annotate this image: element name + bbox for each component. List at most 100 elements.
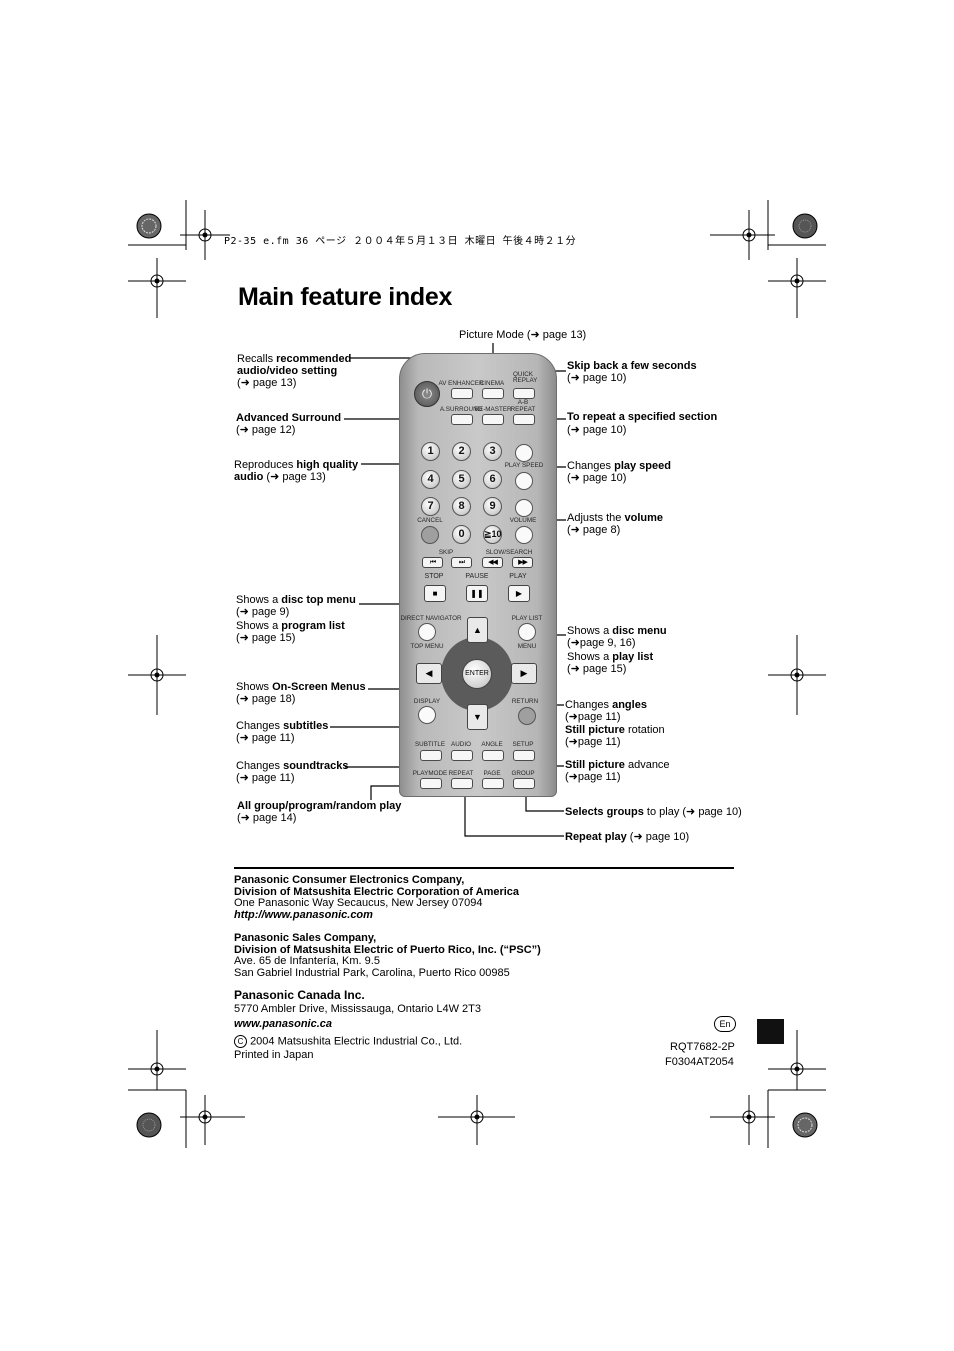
remote-label-re-master: RE-MASTER — [474, 406, 512, 413]
repeat-button — [451, 778, 473, 789]
page-title: Main feature index — [238, 283, 453, 311]
label-skip-back: Skip back a few seconds(➜ page 10) — [567, 360, 697, 384]
play-speed-up-button — [515, 444, 533, 462]
remote-label-repeat-2: REPEAT — [448, 770, 474, 777]
label-disc-menu: Shows a disc menu(➜page 9, 16) — [567, 625, 667, 649]
number-button-3: 3 — [483, 442, 502, 461]
remote-label-a-surround: A.SURROUND — [439, 406, 483, 413]
company-1-block: Panasonic Consumer Electronics Company, … — [234, 874, 520, 921]
number-button-1: 1 — [421, 442, 440, 461]
print-code: F0304AT2054 — [665, 1056, 734, 1068]
remote-label-pause: PAUSE — [465, 573, 489, 580]
skip-previous-button: ⏮ — [422, 557, 443, 568]
label-play-speed: Changes play speed(➜ page 10) — [567, 460, 671, 484]
number-button-5: 5 — [452, 470, 471, 489]
label-program-list: Shows a program list(➜ page 15) — [236, 620, 345, 644]
label-soundtracks: Changes soundtracks(➜ page 11) — [236, 760, 349, 784]
label-subtitles: Changes subtitles(➜ page 11) — [236, 720, 329, 744]
remote-label-angle: ANGLE — [481, 741, 503, 748]
remote-label-playmode: PLAYMODE — [412, 770, 448, 777]
top-menu-button — [418, 623, 436, 641]
label-picture-mode: Picture Mode (➜ page 13) — [459, 329, 587, 341]
group-button — [513, 778, 535, 789]
remote-label-subtitle: SUBTITLE — [414, 741, 446, 748]
stop-button: ■ — [424, 585, 446, 602]
company-3-name: Panasonic Canada Inc. — [234, 988, 365, 1002]
remote-label-slow-search: SLOW/SEARCH — [485, 549, 533, 556]
label-still-rotation: Still picture rotation(➜page 11) — [565, 724, 665, 748]
label-recalls-recommended: Recalls recommended audio/video setting … — [237, 353, 352, 389]
remote-label-direct-navigator: DIRECT NAVIGATOR — [400, 615, 462, 622]
volume-down-button — [515, 526, 533, 544]
remote-label-stop: STOP — [424, 573, 444, 580]
remote-label-cinema: CINEMA — [479, 380, 505, 387]
label-disc-top-menu: Shows a disc top menu(➜ page 9) — [236, 594, 356, 618]
remote-label-audio: AUDIO — [451, 741, 471, 748]
remote-label-return: RETURN — [511, 698, 539, 705]
printer-header-line: P2-35 e.fm 36 ページ ２００４年５月１３日 木曜日 午後４時２１分 — [224, 236, 577, 247]
quick-replay-button — [513, 388, 535, 399]
play-button: ▶ — [508, 585, 530, 602]
left-arrow-icon: ◀ — [416, 663, 442, 684]
page-tab-marker — [757, 1019, 784, 1044]
label-still-advance: Still picture advance(➜page 11) — [565, 759, 670, 783]
cancel-button — [421, 526, 439, 544]
label-high-quality-audio: Reproduces high quality audio (➜ page 13… — [234, 459, 359, 483]
number-button-8: 8 — [452, 497, 471, 516]
company-1-url: http://www.panasonic.com — [234, 908, 373, 921]
subtitle-button — [420, 750, 442, 761]
number-button-6: 6 — [483, 470, 502, 489]
remote-label-play-speed: PLAY SPEED — [504, 462, 544, 469]
company-2-block: Panasonic Sales Company, Division of Mat… — [234, 932, 541, 979]
language-badge: En — [714, 1016, 736, 1032]
remote-label-cancel: CANCEL — [417, 517, 443, 524]
remote-label-volume: VOLUME — [509, 517, 537, 524]
remote-label-repeat: REPEAT — [510, 406, 536, 413]
page-button — [482, 778, 504, 789]
audio-button — [451, 750, 473, 761]
company-3-url: www.panasonic.ca — [234, 1018, 333, 1030]
menu-button — [518, 623, 536, 641]
right-arrow-icon: ▶ — [511, 663, 537, 684]
remote-label-play-list: PLAY LIST — [511, 615, 543, 622]
pause-button: ❚❚ — [466, 585, 488, 602]
label-selects-groups: Selects groups to play (➜ page 10) — [565, 806, 742, 818]
setup-button — [513, 750, 535, 761]
remote-label-top-menu: TOP MENU — [410, 643, 444, 650]
label-repeat-play: Repeat play (➜ page 10) — [565, 831, 690, 843]
copyright-line: C 2004 Matsushita Electric Industrial Co… — [234, 1035, 462, 1048]
model-code: RQT7682-2P — [670, 1041, 735, 1053]
label-on-screen-menus: Shows On-Screen Menus(➜ page 18) — [236, 681, 366, 705]
number-button-7: 7 — [421, 497, 440, 516]
label-volume: Adjusts the volume(➜ page 8) — [567, 512, 663, 536]
label-play-list: Shows a play list(➜ page 15) — [567, 651, 654, 675]
remote-label-a-b: A-B — [517, 399, 529, 406]
remote-label-av-enhancer: AV ENHANCER — [438, 380, 484, 387]
remote-label-play: PLAY — [509, 573, 527, 580]
fast-forward-button: ▶▶ — [512, 557, 533, 568]
angle-button — [482, 750, 504, 761]
number-button-0: 0 — [452, 525, 471, 544]
remote-label-skip: SKIP — [438, 549, 454, 556]
color-wheels — [136, 213, 818, 1138]
display-button — [418, 706, 436, 724]
av-enhancer-button — [451, 388, 473, 399]
number-button-2: 2 — [452, 442, 471, 461]
crop-target-dots — [154, 232, 800, 1120]
label-angles: Changes angles(➜page 11) — [565, 699, 647, 723]
play-speed-down-button — [515, 472, 533, 490]
cinema-button — [482, 388, 504, 399]
number-button-4: 4 — [421, 470, 440, 489]
rewind-button: ◀◀ — [482, 557, 503, 568]
re-master-button — [482, 414, 504, 425]
volume-up-button — [515, 499, 533, 517]
number-button-10-plus: ≧10 — [483, 525, 502, 544]
skip-next-button: ⏭ — [451, 557, 472, 568]
playmode-button — [420, 778, 442, 789]
footer-divider — [234, 867, 734, 869]
remote-label-group: GROUP — [511, 770, 535, 777]
printed-in: Printed in Japan — [234, 1049, 314, 1061]
label-repeat-section: To repeat a specified section(➜ page 10) — [567, 411, 718, 436]
label-all-group-random-play: All group/program/random play(➜ page 14) — [237, 800, 402, 824]
copyright-icon: C — [234, 1035, 247, 1048]
